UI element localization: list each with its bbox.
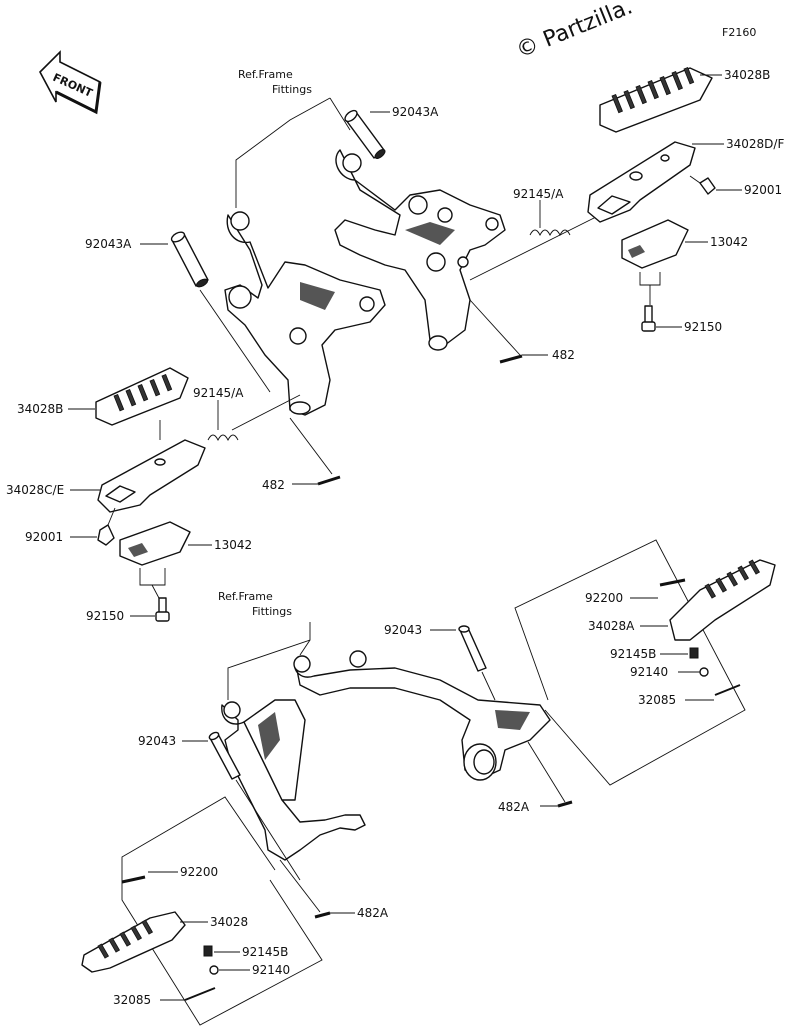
label-482-right: 482 (552, 348, 575, 362)
label-482-left: 482 (262, 478, 285, 492)
label-92001-right: 92001 (744, 183, 782, 197)
footpeg-34028df (587, 141, 696, 223)
ref-frame-bottom-line2: Fittings (252, 605, 292, 618)
label-32085-right: 32085 (638, 693, 676, 707)
ref-frame-top-line1: Ref.Frame (238, 68, 293, 81)
ball-92140-left (209, 965, 219, 975)
label-32085-left: 32085 (113, 993, 151, 1007)
label-92145b-right: 92145B (610, 647, 656, 661)
label-34028: 34028 (210, 915, 248, 929)
label-92150-right: 92150 (684, 320, 722, 334)
front-bracket-right (293, 650, 551, 781)
label-482a-mid: 482A (498, 800, 530, 814)
rear-bracket-left (224, 211, 386, 416)
label-34028a: 34028A (588, 619, 635, 633)
label-92140-right: 92140 (630, 665, 668, 679)
label-13042-right: 13042 (710, 235, 748, 249)
front-bracket-left (221, 699, 366, 861)
pin-92043-mid (458, 625, 487, 672)
pin-92043a-left (170, 231, 209, 288)
label-92145a-top: 92145/A (513, 187, 564, 201)
spring-92145b-left (203, 945, 213, 957)
bolt-92150-right (641, 305, 656, 332)
label-482a-low: 482A (357, 906, 389, 920)
label-92043a-top: 92043A (392, 105, 439, 119)
ref-frame-fittings-top: Ref.Frame Fittings (235, 68, 351, 208)
label-92150-left: 92150 (86, 609, 124, 623)
spring-92145b-right (689, 647, 699, 659)
ball-92140-right (699, 667, 709, 677)
rear-bracket-right (334, 149, 506, 351)
label-13042-left: 13042 (214, 538, 252, 552)
label-92145a-left: 92145/A (193, 386, 244, 400)
footpeg-34028 (81, 911, 186, 973)
footpeg-34028ce (97, 439, 206, 513)
label-92145b-left: 92145B (242, 945, 288, 959)
pin-92043-left (208, 731, 241, 780)
bolt-92001-left (97, 507, 116, 546)
label-92043-mid: 92043 (384, 623, 422, 637)
ref-frame-fittings-bottom: Ref.Frame Fittings (218, 590, 311, 700)
bolt-92001-right (689, 175, 716, 195)
label-92200-right: 92200 (585, 591, 623, 605)
plate-13042-right (621, 219, 689, 269)
label-92001-left: 92001 (25, 530, 63, 544)
label-34028b-top: 34028B (724, 68, 770, 82)
ref-frame-top-line2: Fittings (272, 83, 312, 96)
plate-13042-left (119, 521, 191, 566)
bolt-92150-left (155, 597, 170, 622)
label-34028df: 34028D/F (726, 137, 784, 151)
spring-92145a-top (529, 229, 571, 237)
footpeg-rubber-34028b-top (599, 66, 713, 133)
pin-92043a-top (344, 109, 386, 159)
spring-92145a-left (207, 434, 239, 442)
footpeg-34028a (669, 559, 776, 641)
label-92043a-left: 92043A (85, 237, 132, 251)
watermark: © Partzilla. (513, 0, 636, 64)
label-92043-left: 92043 (138, 734, 176, 748)
label-92140-left: 92140 (252, 963, 290, 977)
front-arrow-icon: FRONT (39, 50, 102, 115)
label-34028ce: 34028C/E (6, 483, 64, 497)
footpeg-rubber-34028b-left (95, 367, 189, 426)
label-92200-left: 92200 (180, 865, 218, 879)
figure-code: F2160 (722, 26, 756, 39)
label-34028b-left: 34028B (17, 402, 63, 416)
ref-frame-bottom-line1: Ref.Frame (218, 590, 273, 603)
